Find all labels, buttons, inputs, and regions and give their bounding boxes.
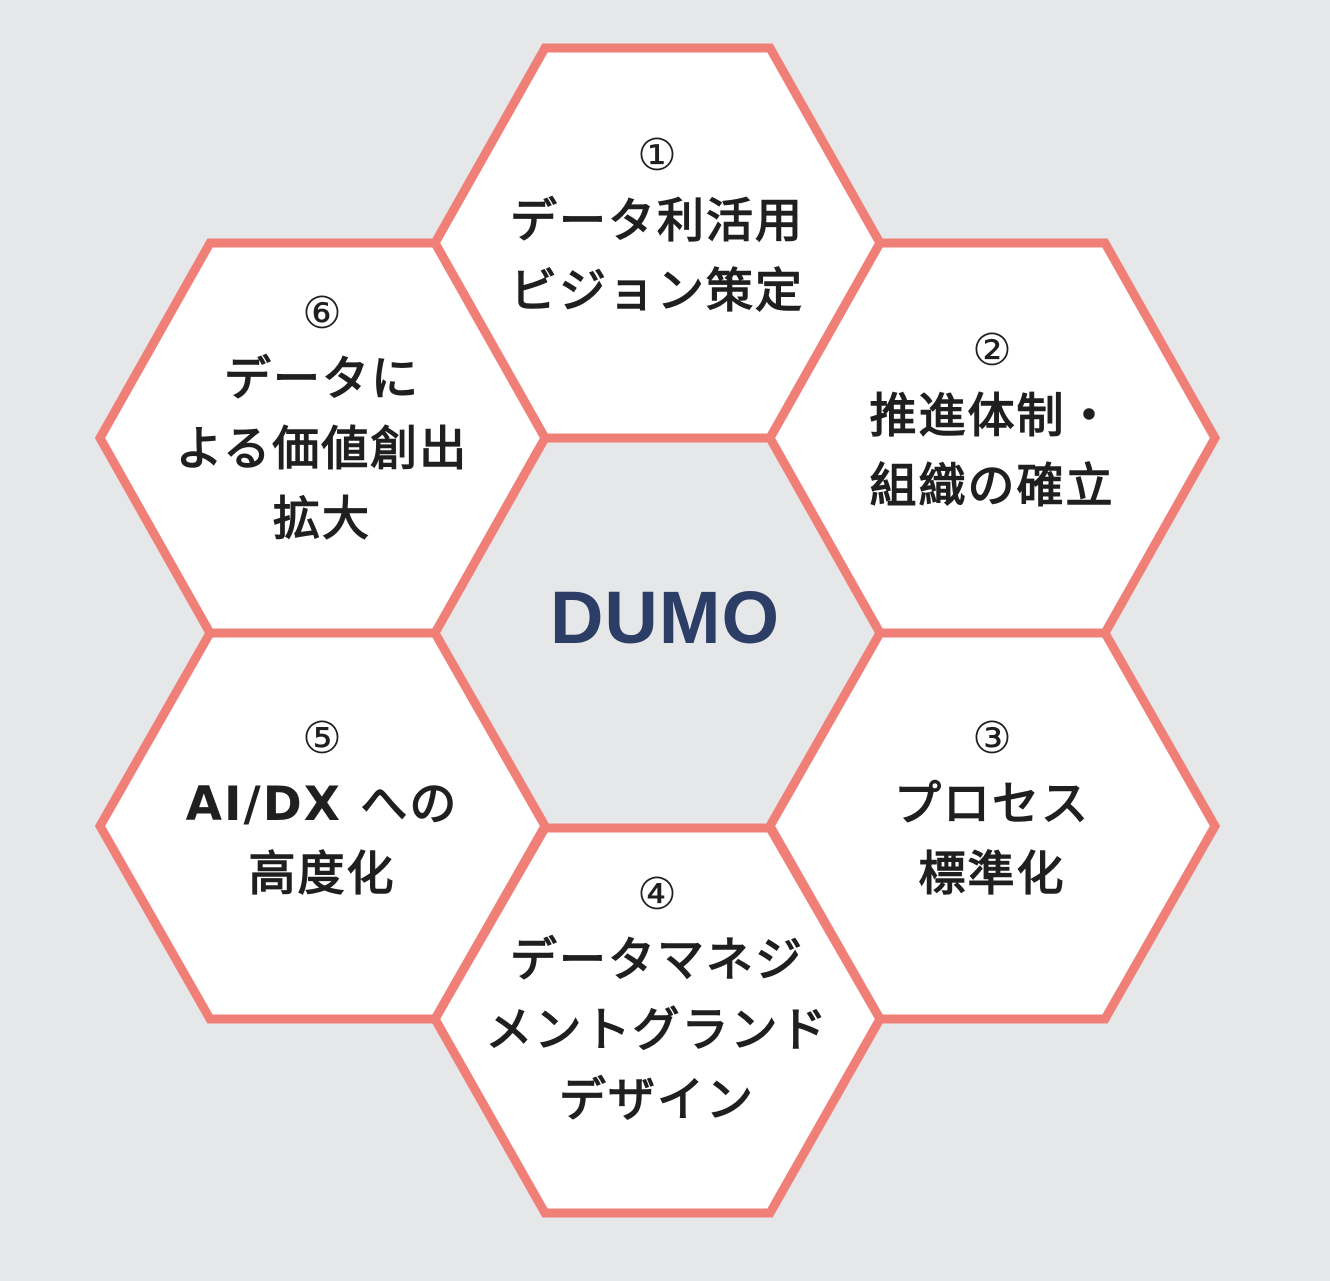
hex-3-line-1: プロセス bbox=[894, 777, 1090, 832]
hex-4-line-2: メントグランド bbox=[485, 1003, 829, 1058]
hex-4-line-3: デザイン bbox=[559, 1073, 755, 1128]
hex-2-number: ② bbox=[972, 325, 1012, 376]
hex-6-line-3: 拡大 bbox=[273, 492, 371, 547]
hex-5-line-2: 高度化 bbox=[248, 847, 396, 902]
hex-6-number: ⑥ bbox=[302, 288, 342, 339]
hex-3-number: ③ bbox=[972, 713, 1012, 764]
hex-1-line-1: データ利活用 bbox=[510, 194, 804, 249]
hex-5-number: ⑤ bbox=[302, 713, 342, 764]
hex-4-number: ④ bbox=[637, 869, 677, 920]
hex-3-label: ③ プロセス 標準化 bbox=[812, 708, 1172, 910]
hex-2-line-1: 推進体制・ bbox=[869, 389, 1115, 444]
hex-5-label: ⑤ AI/DX への 高度化 bbox=[142, 708, 502, 910]
hex-6 bbox=[94, 238, 551, 638]
hex-3-line-2: 標準化 bbox=[918, 847, 1066, 902]
hex-6-line-2: よる価値創出 bbox=[175, 422, 469, 477]
hex-2-label: ② 推進体制・ 組織の確立 bbox=[812, 320, 1172, 522]
hex-1-label: ① データ利活用 ビジョン策定 bbox=[477, 125, 837, 327]
hex-5-line-1: AI/DX への bbox=[185, 777, 459, 832]
hex-6-line-1: データに bbox=[224, 352, 420, 407]
center-title: DUMO bbox=[549, 576, 781, 659]
hex-4-label: ④ データマネジ メントグランド デザイン bbox=[477, 864, 837, 1136]
hex-1-number: ① bbox=[637, 130, 677, 181]
hex-6-label: ⑥ データに よる価値創出 拡大 bbox=[142, 283, 502, 555]
hex-1-line-2: ビジョン策定 bbox=[510, 264, 804, 319]
hex-4-line-1: データマネジ bbox=[510, 933, 804, 988]
hex-2-line-2: 組織の確立 bbox=[869, 459, 1115, 514]
